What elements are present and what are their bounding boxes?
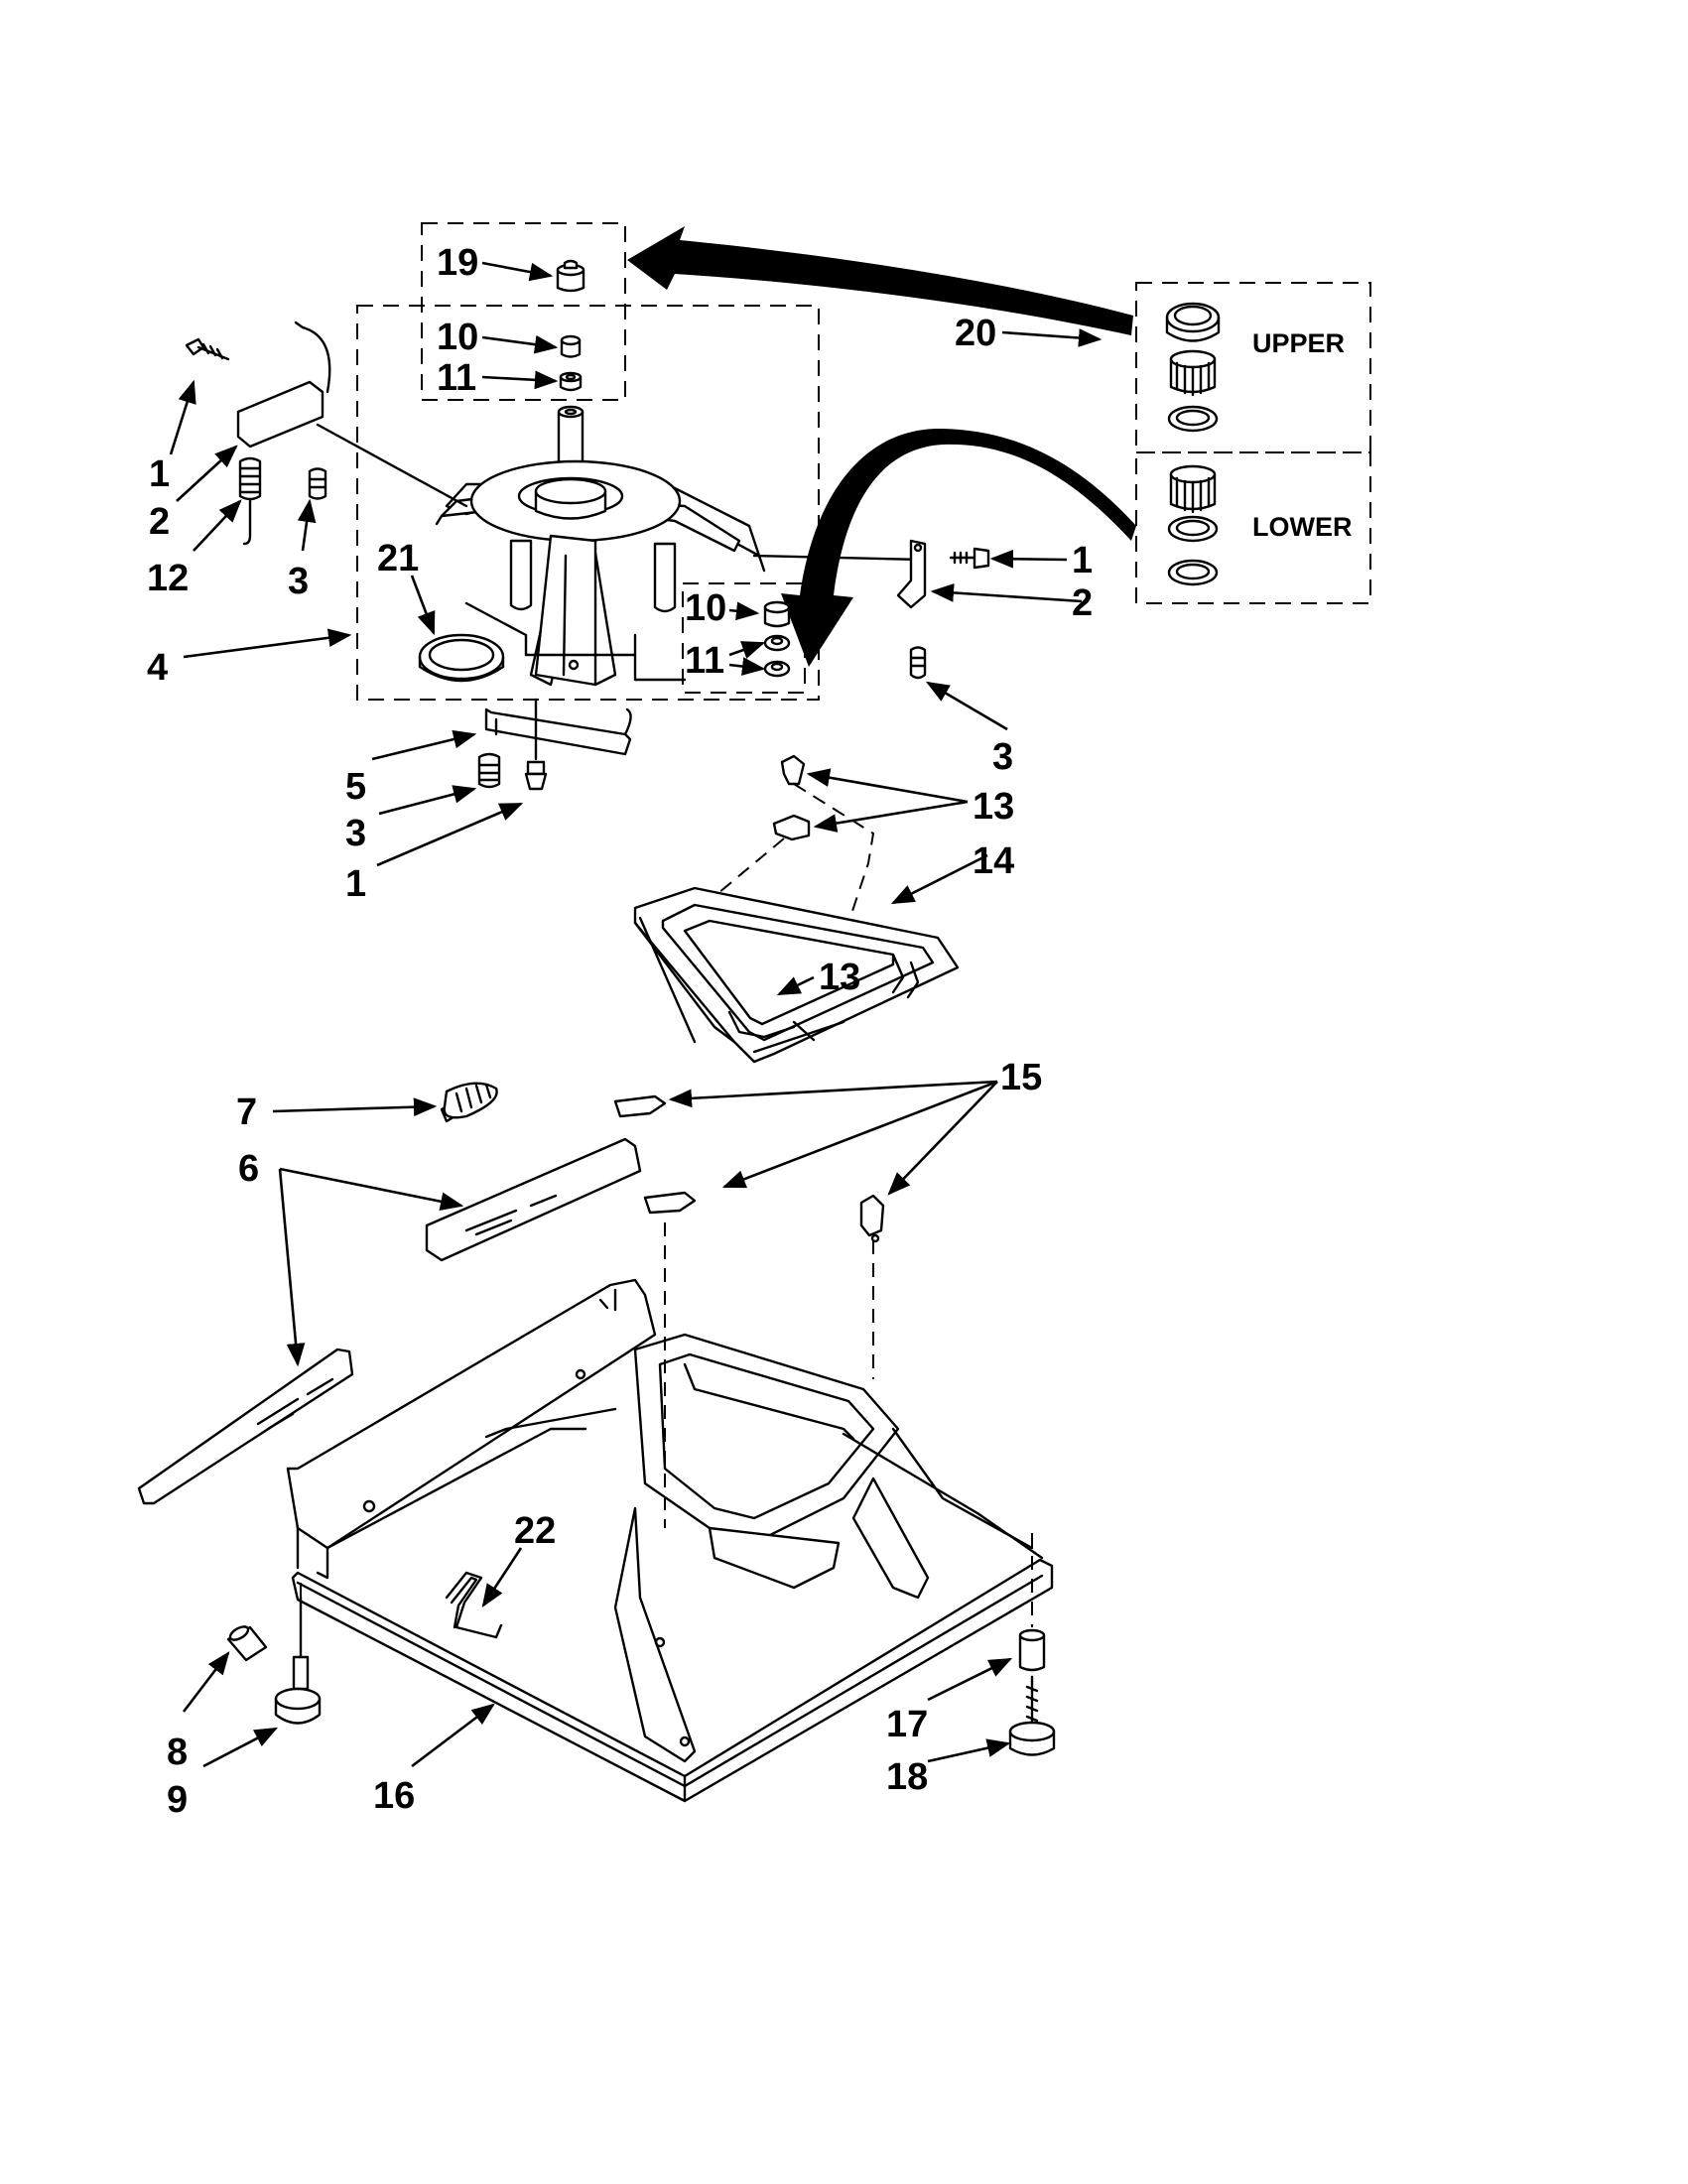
callout-1-left: 1 xyxy=(149,453,170,495)
part-3-right-clip xyxy=(909,646,927,680)
part-18-right-foot xyxy=(1008,1675,1056,1756)
callout-3-bottom: 3 xyxy=(345,813,366,854)
part-8-pin xyxy=(226,1625,268,1662)
part-10-right-bushing xyxy=(763,600,791,628)
callout-1-right: 1 xyxy=(1072,540,1093,581)
callout-19: 19 xyxy=(437,242,478,284)
part-1-bottom-screw xyxy=(524,698,548,791)
part-17-spacer xyxy=(1018,1533,1046,1672)
lower-kit-arrow xyxy=(781,428,1136,667)
callout-21: 21 xyxy=(377,538,419,579)
callout-13-top: 13 xyxy=(973,786,1014,828)
part-12-spring xyxy=(238,456,262,546)
callout-15: 15 xyxy=(1000,1057,1042,1098)
lower-label: LOWER xyxy=(1252,512,1353,542)
upper-kit-parts xyxy=(1165,302,1221,433)
callout-20: 20 xyxy=(955,313,996,354)
callout-10-top: 10 xyxy=(437,317,478,358)
callout-14: 14 xyxy=(973,840,1014,882)
base-guide-lines xyxy=(464,601,687,682)
callout-3-left: 3 xyxy=(288,561,309,602)
leader-arrows xyxy=(169,261,1103,1768)
lower-kit-box xyxy=(1135,451,1371,604)
callout-8: 8 xyxy=(167,1732,188,1773)
right-kit-box xyxy=(682,582,806,694)
part-6-rail-upper xyxy=(425,1137,642,1262)
part-3-left-clip xyxy=(308,467,327,500)
part-10-top-bushing xyxy=(560,334,582,358)
part-9-left-foot xyxy=(274,1596,322,1725)
callout-1-bottom: 1 xyxy=(345,863,366,905)
lower-kit-parts xyxy=(1167,464,1219,586)
base-assembly-box xyxy=(356,305,820,701)
callout-11-right: 11 xyxy=(685,640,724,682)
callout-17: 17 xyxy=(886,1704,928,1745)
top-kit-box xyxy=(421,222,626,401)
upper-label: UPPER xyxy=(1252,328,1345,358)
callout-10-right: 10 xyxy=(685,587,726,629)
part-4-base-assembly xyxy=(316,405,925,687)
part-2-right-bracket xyxy=(896,539,927,609)
part-19-shaft-cap xyxy=(556,259,585,293)
callout-9: 9 xyxy=(167,1779,188,1821)
part-15-clips xyxy=(613,1094,885,1243)
part-5-strap xyxy=(484,707,632,756)
upper-kit-arrow xyxy=(627,226,1133,335)
callout-5: 5 xyxy=(345,766,366,808)
part-2-left-bracket xyxy=(236,321,331,449)
callout-16: 16 xyxy=(373,1775,415,1817)
part-3-bottom-spring xyxy=(477,752,501,789)
part-22-hook xyxy=(445,1571,503,1639)
callout-4: 4 xyxy=(147,647,168,689)
callout-2-right: 2 xyxy=(1072,582,1093,624)
part-11-right-washers xyxy=(763,634,791,678)
part-6-rail-lower xyxy=(137,1348,354,1505)
part-14-suspension-frame xyxy=(633,886,960,1064)
callout-7: 7 xyxy=(236,1092,257,1133)
callout-3-right: 3 xyxy=(992,736,1013,778)
part-16-base-frame xyxy=(286,1278,1054,1803)
part-1-right-screw xyxy=(949,547,990,570)
callout-2-left: 2 xyxy=(149,501,170,543)
part-21-ring xyxy=(418,633,505,683)
callout-6: 6 xyxy=(238,1148,259,1190)
callout-18: 18 xyxy=(886,1756,928,1798)
callout-11-top: 11 xyxy=(437,357,476,399)
callout-13-mid: 13 xyxy=(819,957,860,998)
part-7-spring xyxy=(440,1082,498,1123)
part-11-top-washer xyxy=(559,371,583,392)
callout-12: 12 xyxy=(147,558,189,599)
part-1-left-screw xyxy=(185,337,230,361)
callout-22: 22 xyxy=(514,1510,556,1552)
